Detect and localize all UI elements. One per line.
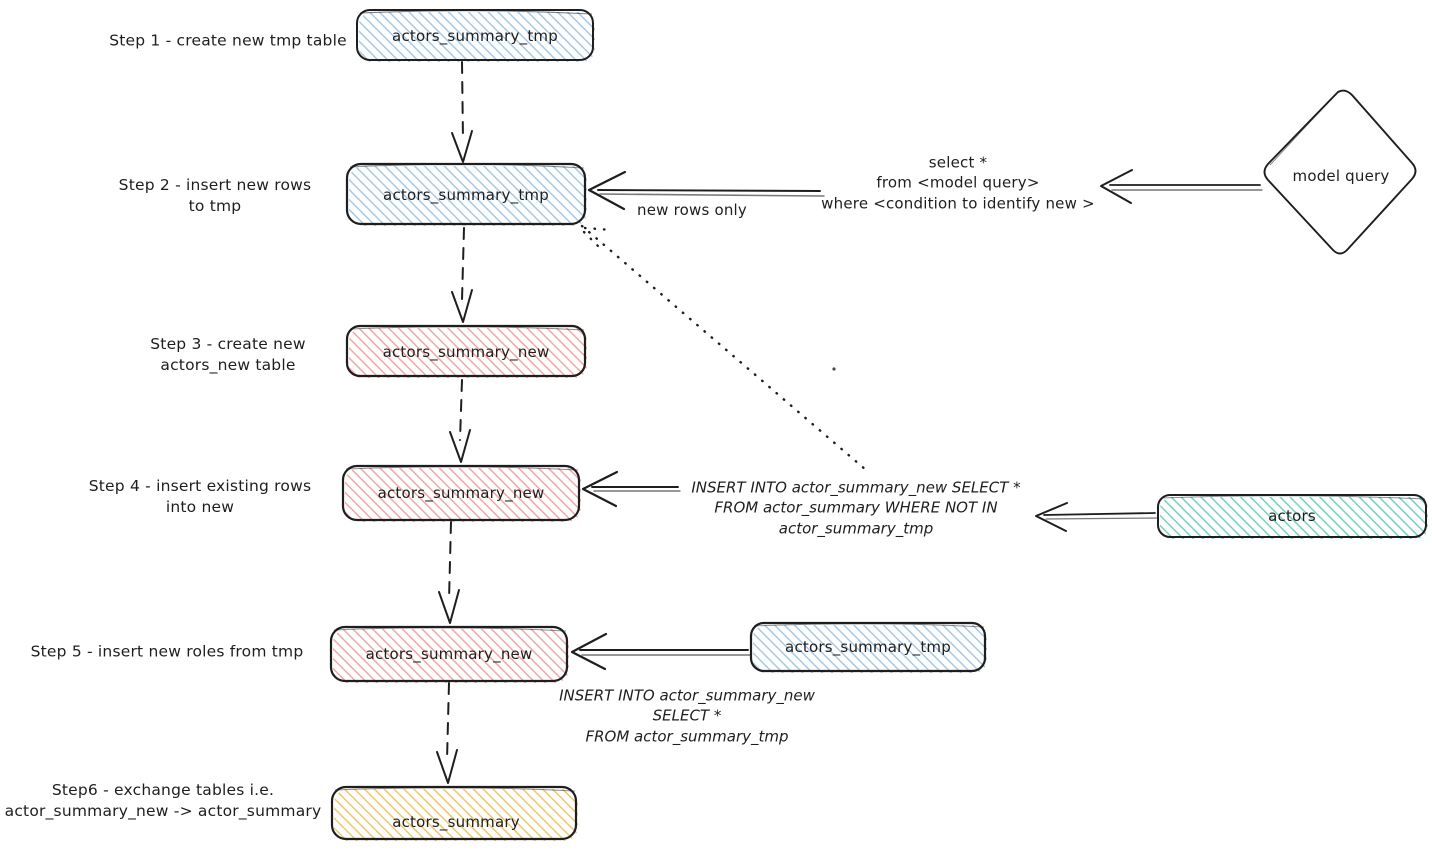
node-actors-summary-tmp-right[interactable] xyxy=(749,621,987,673)
edge-diamond-to-query-text xyxy=(1100,169,1263,204)
edge-tmp-right-to-new5 xyxy=(570,632,751,671)
edge-tmp-to-step4-sql-dotted xyxy=(580,224,868,472)
edge-actors-to-step4-sql xyxy=(1035,502,1158,532)
edge-n2-n3 xyxy=(451,227,473,323)
node-label-actors: actors xyxy=(1268,506,1316,525)
node-label-tmp-1: actors_summary_tmp xyxy=(392,26,558,45)
edge-model-query-to-tmp xyxy=(587,170,825,211)
node-actors-summary-new-4[interactable] xyxy=(341,464,581,522)
node-model-query-diamond[interactable] xyxy=(1263,89,1417,255)
step-label-3: Step 3 - create new actors_new table xyxy=(150,335,306,374)
step-label-5: Step 5 - insert new roles from tmp xyxy=(30,642,304,661)
node-label-tmp-2: actors_summary_tmp xyxy=(383,185,549,204)
annotation-model-query-sql: select * from <model query> where <condi… xyxy=(821,153,1095,213)
edge-n4-n5 xyxy=(438,521,460,624)
node-label-model-query: model query xyxy=(1292,166,1390,185)
step-label-6: Step6 - exchange tables i.e. actor_summa… xyxy=(4,781,322,820)
node-actors-summary-tmp-1[interactable] xyxy=(356,9,595,62)
node-label-new-4: actors_summary_new xyxy=(377,483,545,502)
node-label-tmp-right: actors_summary_tmp xyxy=(785,637,951,656)
edge-n5-n6 xyxy=(436,682,458,784)
node-actors-summary-new-3[interactable] xyxy=(345,324,587,378)
node-actors-summary-final[interactable] xyxy=(330,785,578,841)
step-label-4: Step 4 - insert existing rows into new xyxy=(88,477,312,516)
step-label-1: Step 1 - create new tmp table xyxy=(109,31,347,50)
node-label-new-5: actors_summary_new xyxy=(365,644,533,663)
node-label-summary-final: actors_summary xyxy=(392,812,520,831)
node-label-new-3: actors_summary_new xyxy=(382,342,550,361)
annotation-new-rows-only: new rows only xyxy=(637,200,747,219)
node-actors-table[interactable] xyxy=(1157,494,1428,539)
edge-n3-n4 xyxy=(449,379,471,463)
edge-n1-n2 xyxy=(451,61,473,163)
step-label-2: Step 2 - insert new rows to tmp xyxy=(118,176,312,215)
edge-step4-sql-to-new xyxy=(581,470,681,508)
node-actors-summary-new-5[interactable] xyxy=(329,625,569,683)
annotation-step4-sql: INSERT INTO actor_summary_new SELECT * F… xyxy=(691,478,1021,538)
node-actors-summary-tmp-2[interactable] xyxy=(345,162,587,226)
annotation-step5-sql: INSERT INTO actor_summary_new SELECT * F… xyxy=(559,686,815,746)
